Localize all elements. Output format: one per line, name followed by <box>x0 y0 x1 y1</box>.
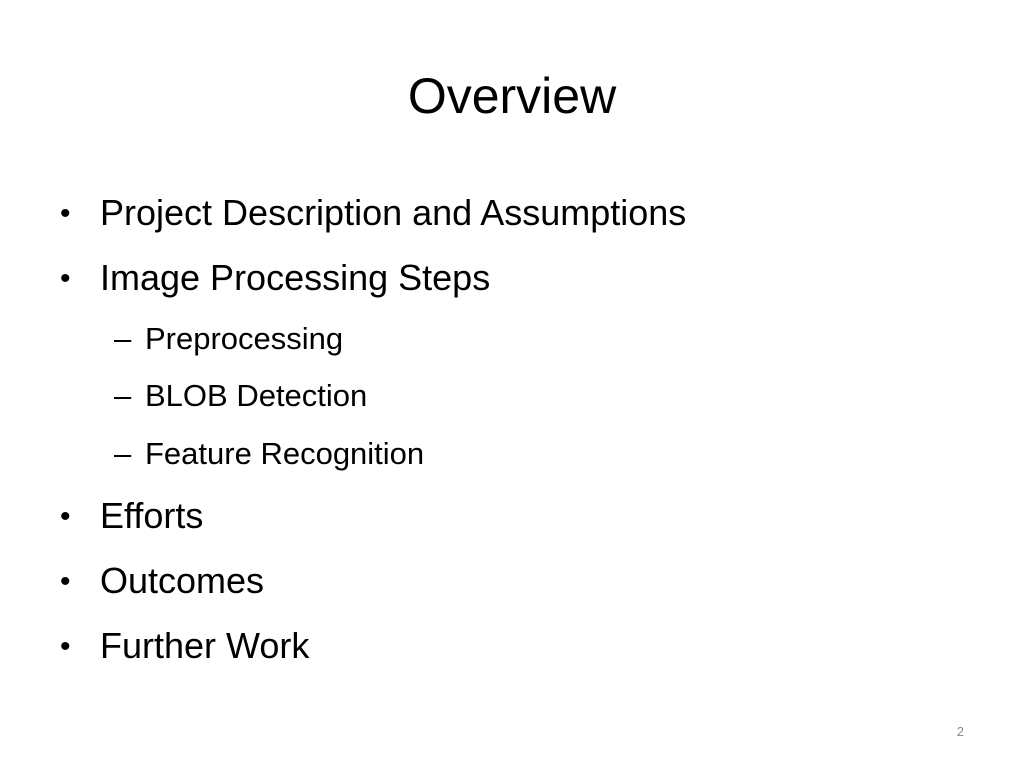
bullet-item: • Project Description and Assumptions <box>60 191 686 236</box>
bullet-text: Further Work <box>100 625 310 666</box>
bullet-marker: • <box>60 630 71 663</box>
sub-bullet-item: –Preprocessing <box>114 319 343 359</box>
bullet-text: Outcomes <box>100 560 265 601</box>
slide-title: Overview <box>407 68 617 124</box>
bullet-marker: • <box>60 565 71 598</box>
bullet-marker: • <box>60 262 71 295</box>
bullet-marker: • <box>60 197 71 230</box>
sub-bullet-item: –BLOB Detection <box>114 376 367 416</box>
bullet-text: Image Processing Steps <box>100 257 491 298</box>
bullet-text: Efforts <box>100 495 204 536</box>
sub-bullet-item: –Feature Recognition <box>114 434 424 474</box>
sub-bullet-text: BLOB Detection <box>145 378 368 413</box>
sub-bullet-marker: – <box>114 378 132 413</box>
sub-bullet-text: Preprocessing <box>145 321 344 356</box>
sub-bullet-marker: – <box>114 321 132 356</box>
sub-bullet-text: Feature Recognition <box>145 436 425 471</box>
bullet-marker: • <box>60 500 71 533</box>
bullet-item: • Further Work <box>60 624 309 669</box>
bullet-item: • Outcomes <box>60 559 264 604</box>
bullet-item: • Image Processing Steps <box>60 256 490 301</box>
bullet-item: • Efforts <box>60 494 203 539</box>
slide-number: 2 <box>956 724 964 739</box>
bullet-text: Project Description and Assumptions <box>100 192 687 233</box>
sub-bullet-marker: – <box>114 436 132 471</box>
